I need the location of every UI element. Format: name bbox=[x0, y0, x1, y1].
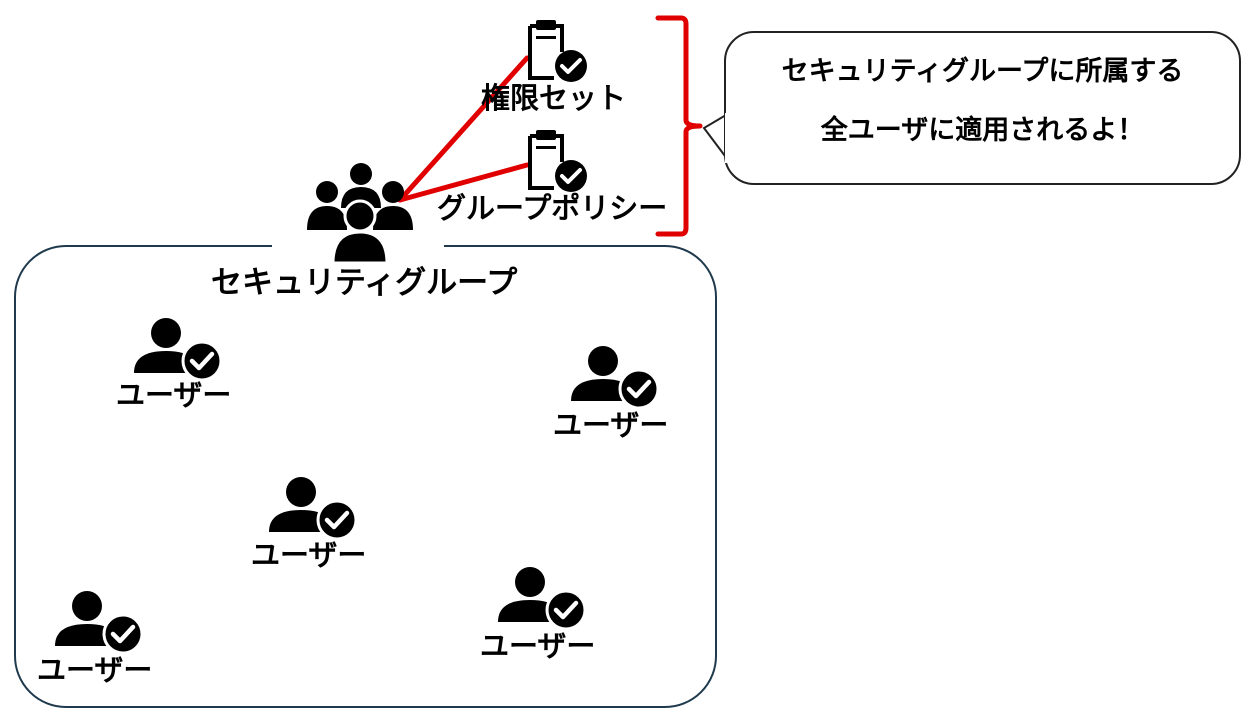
bracket bbox=[655, 15, 703, 237]
connector-to-group-policy bbox=[397, 162, 530, 203]
group-of-people-icon bbox=[307, 163, 413, 265]
permission-set-label: 権限セット bbox=[481, 81, 627, 115]
security-group-label: セキュリティグループ bbox=[211, 265, 518, 301]
user-label: ユーザー bbox=[553, 408, 669, 442]
user-check-icon bbox=[269, 477, 358, 541]
connector-to-permission-set bbox=[397, 55, 530, 203]
user-check-icon bbox=[498, 567, 587, 631]
user-label: ユーザー bbox=[37, 653, 153, 687]
clipboard-check-icon-group-policy bbox=[528, 130, 587, 192]
user-check-icon bbox=[134, 318, 223, 382]
user-check-icon bbox=[571, 346, 660, 410]
user-label: ユーザー bbox=[251, 538, 367, 572]
callout-bubble bbox=[724, 31, 1241, 185]
callout-line-1: セキュリティグループに所属する bbox=[781, 56, 1184, 87]
callout-line-2: 全ユーザに適用されるよ！ bbox=[820, 115, 1145, 146]
user-check-icon bbox=[55, 591, 144, 655]
user-label: ユーザー bbox=[480, 629, 596, 663]
user-label: ユーザー bbox=[116, 378, 232, 412]
group-policy-label: グループポリシー bbox=[437, 191, 668, 225]
clipboard-check-icon-permission-set bbox=[528, 20, 587, 82]
